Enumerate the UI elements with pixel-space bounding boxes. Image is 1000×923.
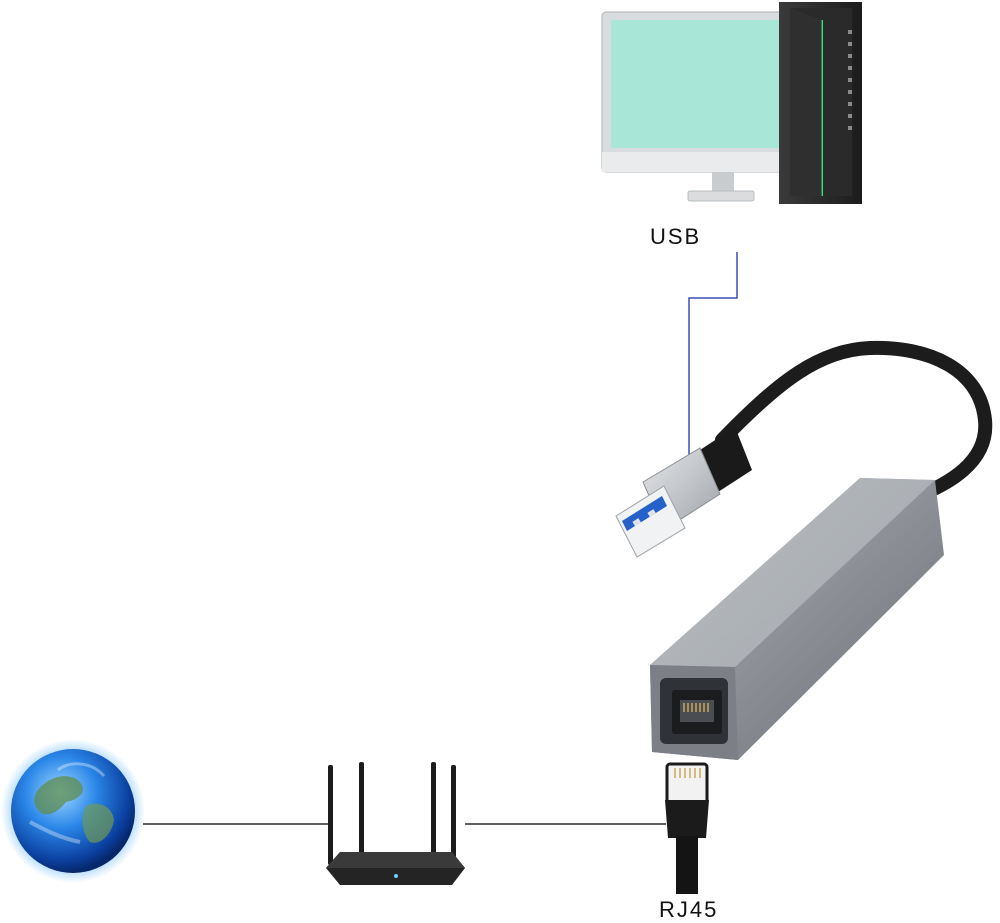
usb-lead-line [688,252,738,470]
desktop-computer-icon [601,2,862,204]
usb-label: USB [650,224,702,249]
rj45-connector-icon [665,690,722,894]
rj45-label: RJ45 [659,897,719,922]
internet-globe-icon [1,739,145,883]
usb-ethernet-adapter-icon [615,340,993,760]
wifi-router-icon [326,762,465,885]
